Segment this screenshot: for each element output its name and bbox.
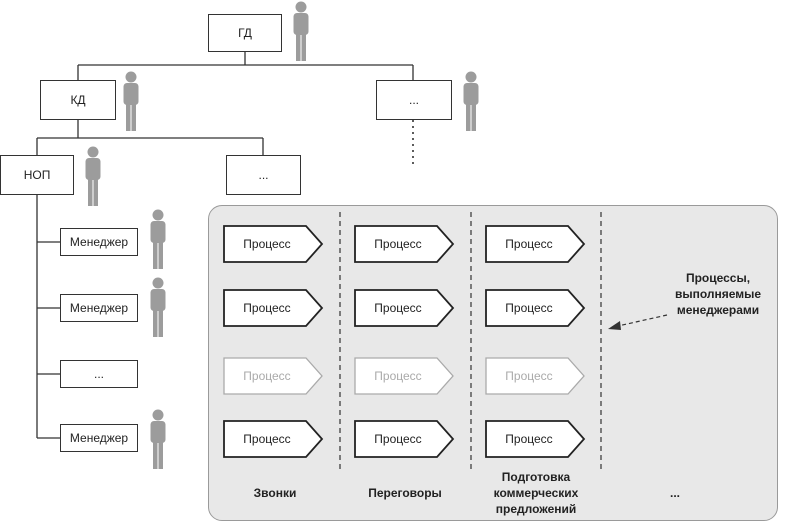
annotation-arrow-line xyxy=(617,314,668,327)
column-label-proposals: Подготовка коммерческих предложений xyxy=(493,470,579,516)
process-shape xyxy=(485,225,586,263)
person-icon xyxy=(293,1,309,61)
process-shape xyxy=(354,225,455,263)
annotation-label: Процессы, выполняемые менеджерами xyxy=(674,271,762,317)
top-ellipsis-box: ... xyxy=(376,80,452,120)
column-label-calls: Звонки xyxy=(253,486,297,500)
person-icon xyxy=(150,209,166,269)
process-shape xyxy=(485,357,585,395)
process-shape xyxy=(485,420,586,458)
kd-box: КД xyxy=(40,80,116,120)
process-shape xyxy=(223,357,323,395)
manager-box: Менеджер xyxy=(60,228,138,256)
nop-box: НОП xyxy=(0,155,74,195)
person-icon xyxy=(150,277,166,337)
process-shape xyxy=(354,420,455,458)
person-icon xyxy=(85,146,101,206)
annotation-arrow-head xyxy=(608,321,621,330)
person-icon xyxy=(123,71,139,131)
manager-box: Менеджер xyxy=(60,424,138,452)
column-label-negotiations: Переговоры xyxy=(368,486,442,500)
manager-box: Менеджер xyxy=(60,294,138,322)
person-icon xyxy=(150,409,166,469)
process-shape xyxy=(223,420,324,458)
person-icon xyxy=(463,71,479,131)
column-label-more: ... xyxy=(669,486,680,500)
process-shape xyxy=(354,289,455,327)
mid-ellipsis-box: ... xyxy=(226,155,301,195)
process-shape xyxy=(223,289,324,327)
process-shape xyxy=(223,225,324,263)
process-shape xyxy=(485,289,586,327)
process-shape xyxy=(354,357,454,395)
gd-box: ГД xyxy=(208,14,282,52)
manager-ellipsis-box: ... xyxy=(60,360,138,388)
